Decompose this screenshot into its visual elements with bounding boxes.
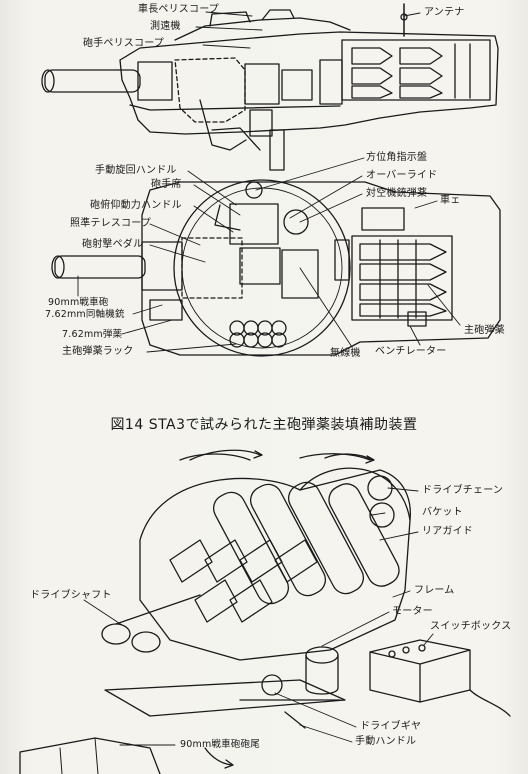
label-drive-shaft: ドライブシャフト [30,590,112,601]
gun-breech [19,737,161,774]
cupola [209,11,251,27]
figure-caption: 図14 STA3で試みられた主砲弾薬装填補助装置 [110,417,418,433]
label-override: オーバーライド [366,170,438,181]
loader-frame [139,469,411,661]
label-aa-mg-ammo: 対空機銃弾薬 [366,188,428,199]
side-view-drawing [41,3,499,171]
label-gunner-seat: 砲手席 [151,179,182,190]
turret-ring [173,179,351,357]
label-antenna: アンテナ [424,7,465,18]
motor-top [305,646,339,664]
label-ventilator: ベンチレーター [375,346,447,357]
label-frame: フレーム [414,585,455,596]
label-car: 車ェ [440,195,461,206]
projectile-noses [169,539,318,623]
leader-lines [77,11,461,746]
label-drive-gear: ドライブギヤ [360,721,422,732]
label-motor: モーター [392,606,433,617]
label-main-gun-90mm: 90mm戦車砲 [48,297,109,308]
label-rear-guide: リアガイド [422,526,473,537]
ammo-rack-circles [229,320,287,348]
hull-plan-outline [141,181,501,356]
label-mg-ammo: 7.62mm弾薬 [62,329,123,340]
rear-rounds [351,43,471,99]
label-drive-chain: ドライブチェーン [422,485,504,496]
label-coax-mg: 7.62mm同軸機銃 [45,309,125,320]
ammo-tubes [212,481,400,605]
gun-barrel [44,69,141,93]
label-commander-periscope: 車長ペリスコープ [138,4,219,15]
turret-top [174,17,351,41]
rear-ammo-bay [341,39,491,101]
label-gunner-periscope: 砲手ペリスコープ [83,38,164,49]
label-azimuth-indicator: 方位角指示盤 [366,152,428,163]
label-main-ammo: 主砲弾薬 [464,325,505,336]
label-switch-box: スイッチボックス [430,621,512,632]
hull-outline [119,31,499,135]
drive-shaft-end [101,623,131,645]
label-firing-pedal: 砲射撃ペダル [82,239,144,250]
label-main-ammo-rack: 主砲弾薬ラック [62,346,134,357]
label-gun-elevation-handle: 砲俯仰動力ハンドル [90,200,182,211]
plan-gun-barrel [54,255,146,279]
label-telescope-sight: 照準テレスコープ [70,218,151,229]
label-bucket: バケット [422,507,463,518]
label-radio: 無線機 [330,348,361,359]
loader-drawing [19,449,511,774]
main-ammo-stowage [351,207,453,321]
label-breech-90mm: 90mm戦車砲砲尾 [180,739,260,750]
label-manual-traverse-handle: 手動旋回ハンドル [95,165,177,176]
label-rangefinder: 測遠機 [150,21,181,32]
label-manual-handle: 手動ハンドル [355,736,417,747]
plan-view-drawing [51,179,501,357]
